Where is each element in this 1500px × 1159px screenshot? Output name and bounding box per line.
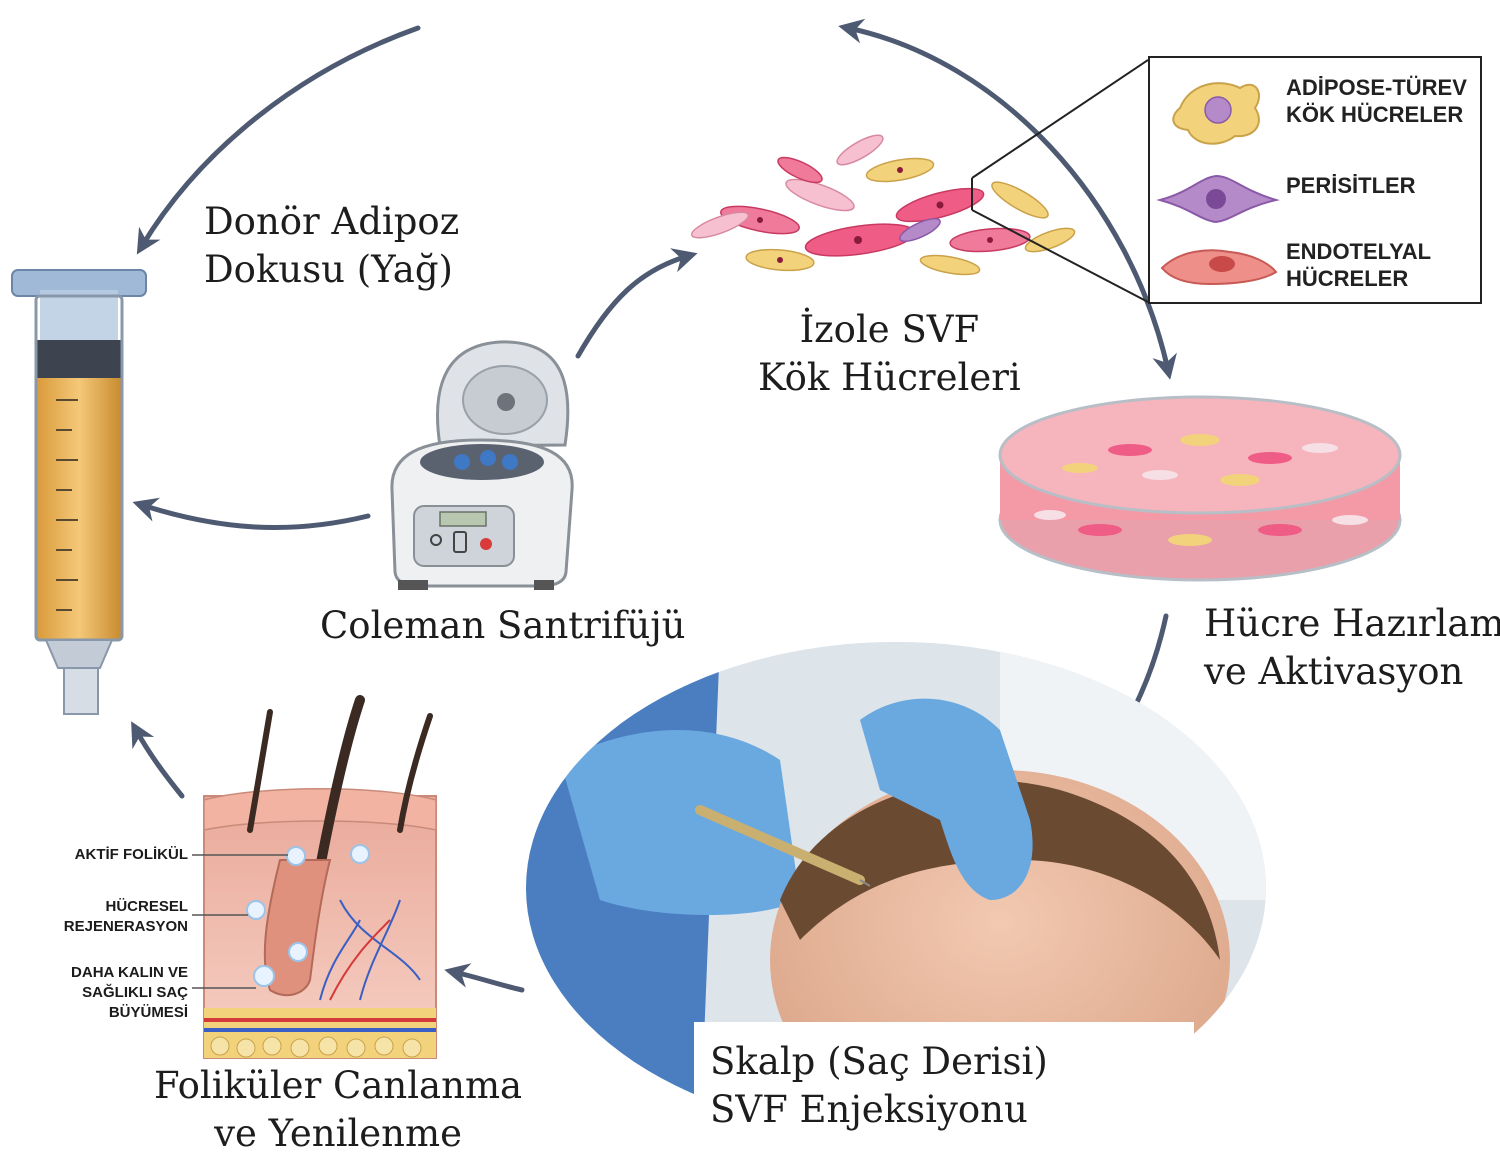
legend-endothelial-line-2: HÜCRELER — [1286, 266, 1409, 291]
svf-cell-cluster — [690, 134, 1076, 276]
donor-line-1: Donör Adipoz — [204, 200, 460, 243]
label-follicle-renewal: Foliküler Canlanma ve Yenilenme — [154, 1062, 522, 1158]
injection-line-1: Skalp (Saç Derisi) — [710, 1040, 1048, 1083]
arrow-injection-to-follicle — [444, 963, 525, 993]
svf-line-1: İzole SVF — [799, 308, 980, 351]
legend-icons — [1156, 82, 1280, 286]
culture-line-2: ve Aktivasyon — [1204, 650, 1464, 693]
legend-adipose-line-2: KÖK HÜCRELER — [1286, 102, 1464, 127]
label-donor-tissue: Donör Adipoz Dokusu (Yağ) — [204, 198, 459, 294]
legend-item-pericyte: PERİSİTLER — [1286, 172, 1416, 199]
callout-active-line-1: AKTİF FOLİKÜL — [74, 846, 188, 863]
petri-dish-illustration — [998, 395, 1402, 582]
legend-endothelial-line-1: ENDOTELYAL — [1286, 239, 1432, 264]
follicle-line-1: Foliküler Canlanma — [154, 1064, 523, 1107]
callout-hair-line-1: DAHA KALIN VE — [71, 964, 188, 981]
legend-adipose-line-1: ADİPOSE-TÜREV — [1286, 75, 1467, 100]
arrow-centrifuge-to-svf — [575, 248, 698, 359]
label-cell-preparation: Hücre Hazırlama ve Aktivasyon — [1204, 600, 1500, 696]
legend-item-endothelial: ENDOTELYAL HÜCRELER — [1286, 238, 1431, 292]
svf-line-2: Kök Hücreleri — [758, 356, 1021, 399]
label-scalp-injection: Skalp (Saç Derisi) SVF Enjeksiyonu — [710, 1038, 1048, 1134]
label-svf-cells: İzole SVF Kök Hücreleri — [758, 306, 1021, 402]
follicle-cross-section — [192, 695, 437, 1059]
callout-thicker-hair: DAHA KALIN VE SAĞLIKLI SAÇ BÜYÜMESİ — [20, 963, 188, 1023]
cell-type-legend: ADİPOSE-TÜREV KÖK HÜCRELER PERİSİTLER EN… — [1148, 56, 1482, 304]
callout-active-follicle: AKTİF FOLİKÜL — [20, 845, 188, 865]
arrow-top-left — [136, 25, 421, 255]
syringe-illustration — [11, 269, 147, 715]
callout-cellular-regeneration: HÜCRESEL REJENERASYON — [20, 897, 188, 937]
arrow-centrifuge-to-syringe — [132, 497, 371, 530]
legend-pericyte-line-1: PERİSİTLER — [1286, 173, 1416, 198]
follicle-line-2: ve Yenilenme — [214, 1112, 462, 1155]
callout-regen-line-2: REJENERASYON — [63, 918, 188, 935]
donor-line-2: Dokusu (Yağ) — [204, 248, 453, 291]
arrow-follicle-to-syringe — [131, 721, 185, 799]
legend-zoom-lines — [971, 59, 1149, 303]
centrifuge-illustration — [390, 340, 574, 590]
injection-caption-box — [694, 1022, 1194, 1142]
callout-hair-line-3: BÜYÜMESİ — [108, 1004, 188, 1021]
culture-line-1: Hücre Hazırlama — [1204, 602, 1500, 645]
callout-hair-line-2: SAĞLIKLI SAÇ — [82, 984, 188, 1001]
legend-item-adipose: ADİPOSE-TÜREV KÖK HÜCRELER — [1286, 74, 1467, 128]
callout-regen-line-1: HÜCRESEL — [105, 898, 188, 915]
label-centrifuge: Coleman Santrifüjü — [320, 602, 686, 650]
centrifuge-line-1: Coleman Santrifüjü — [320, 604, 686, 647]
injection-line-2: SVF Enjeksiyonu — [710, 1088, 1028, 1131]
